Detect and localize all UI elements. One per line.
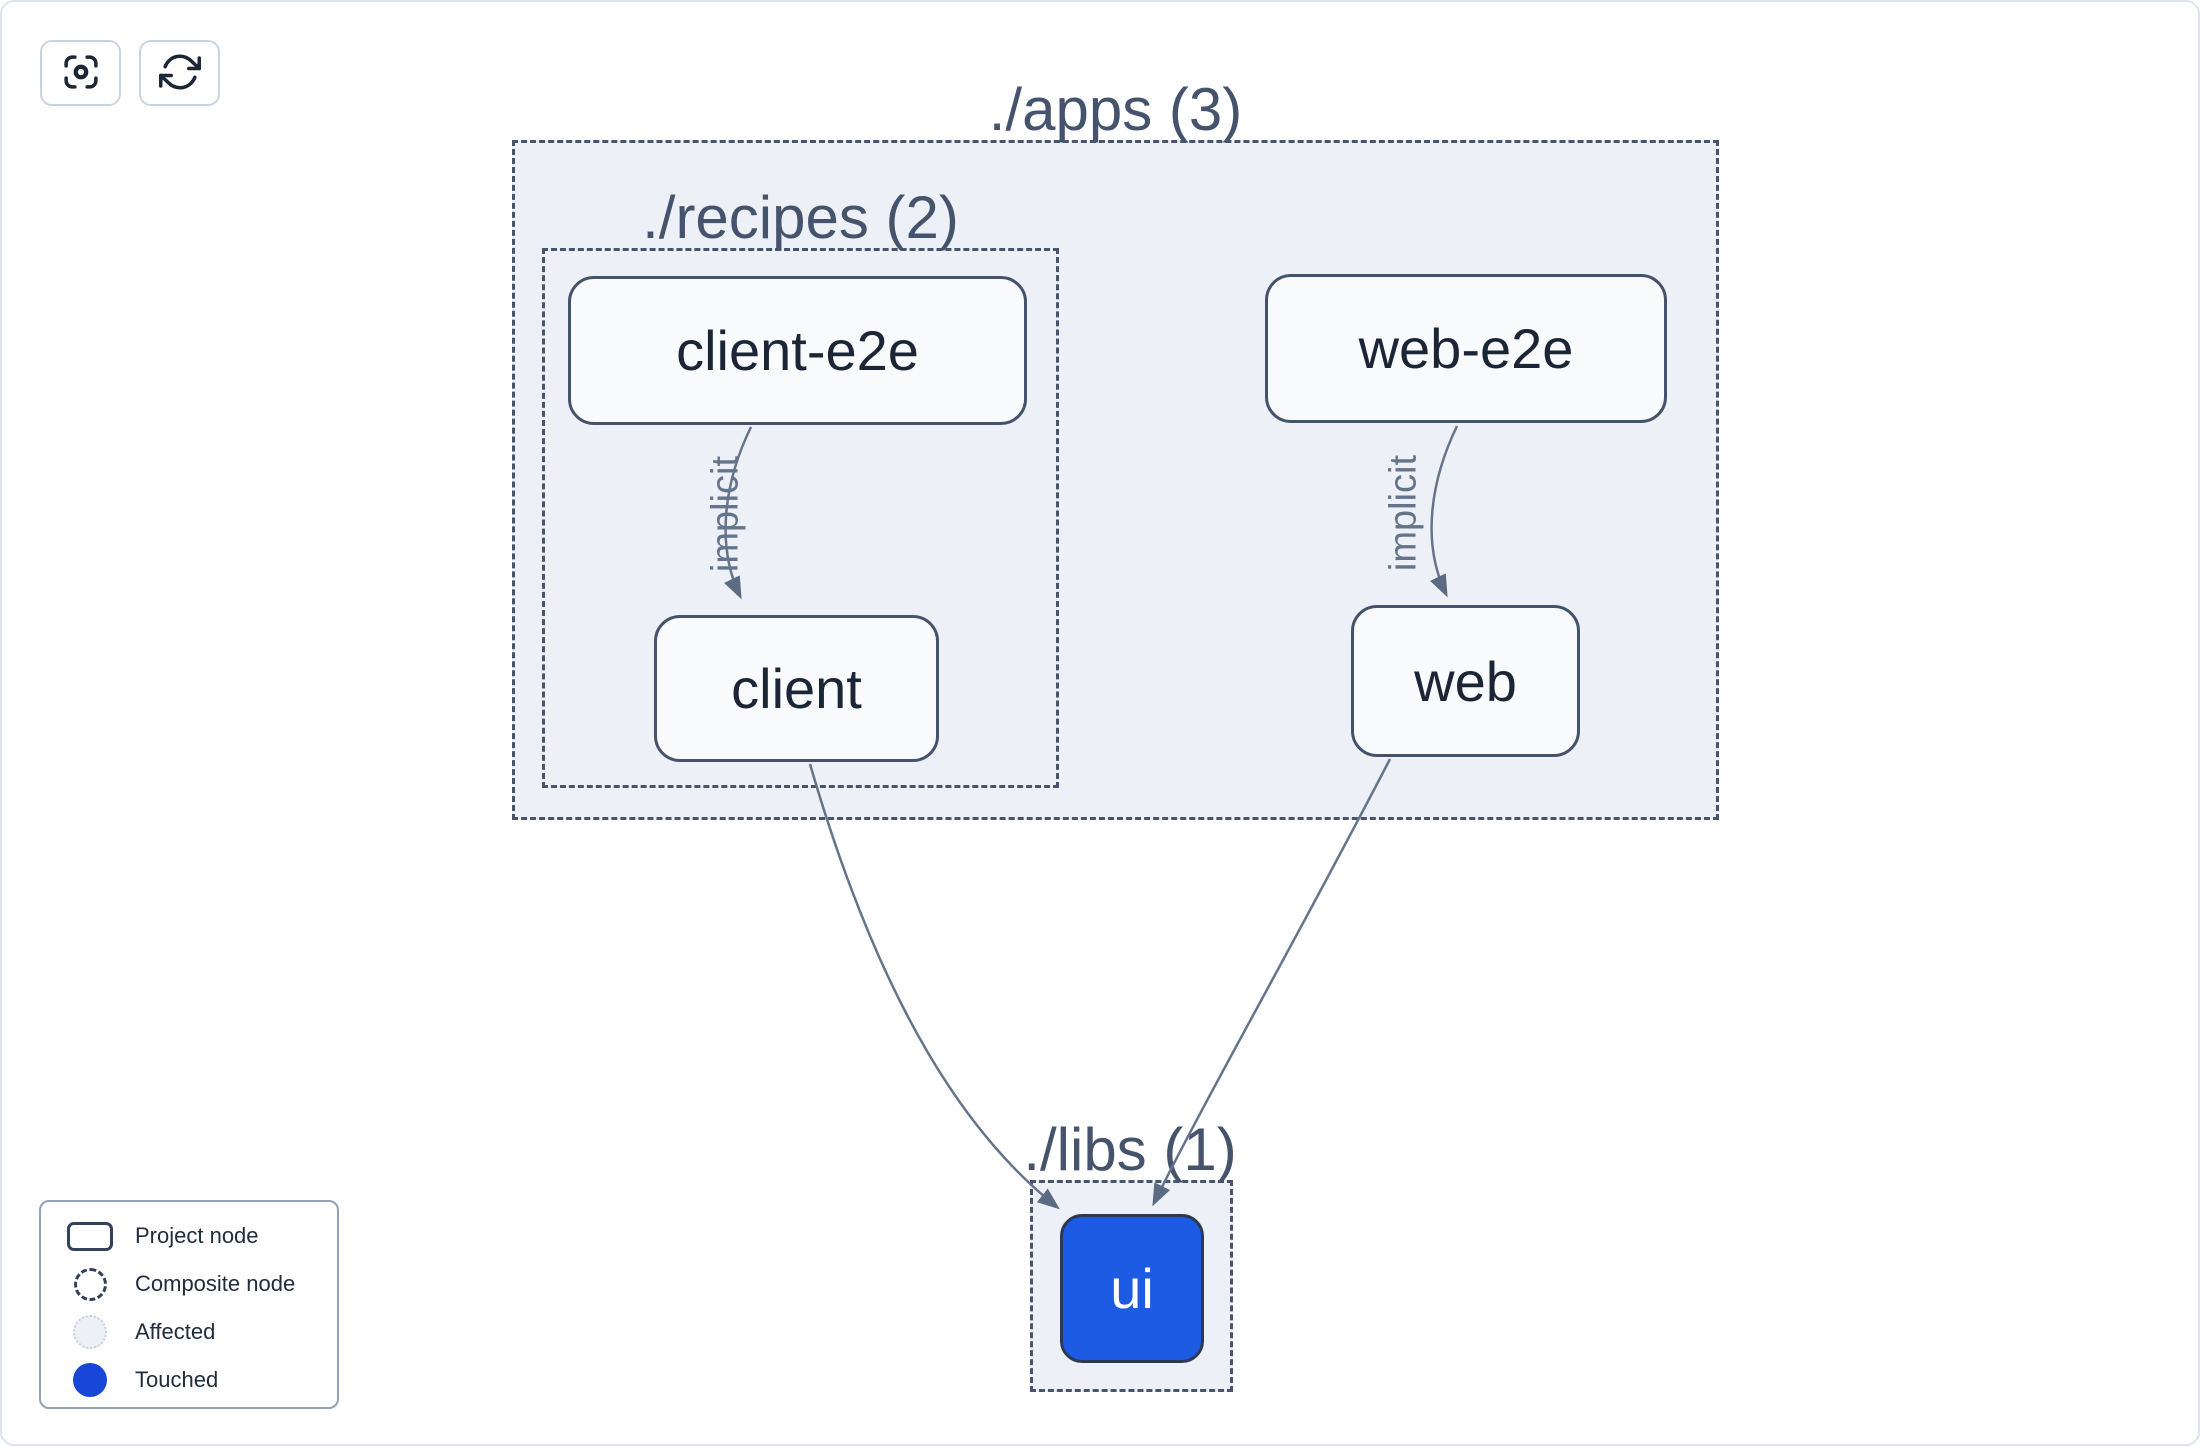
- legend-label: Composite node: [135, 1271, 296, 1296]
- legend-label: Touched: [135, 1367, 219, 1392]
- composite-label-recipes: ./recipes (2): [642, 184, 959, 251]
- legend-item-composite-node: Composite node: [67, 1260, 337, 1308]
- edge-web-to-ui[interactable]: [1152, 758, 1392, 1207]
- project-node-swatch: [67, 1221, 113, 1251]
- composite-label-apps: ./apps (3): [988, 76, 1243, 143]
- project-node-label: client-e2e: [676, 319, 919, 382]
- edge-web-e2e-to-web[interactable]: [1429, 425, 1459, 598]
- refresh-icon: [158, 51, 201, 96]
- project-node-label: client: [731, 657, 862, 720]
- project-node-label: ui: [1110, 1257, 1154, 1320]
- project-node-web[interactable]: web: [1351, 605, 1580, 757]
- touched-swatch: [73, 1363, 107, 1397]
- legend-item-touched: Touched: [67, 1356, 337, 1404]
- legend-item-affected: Affected: [67, 1308, 337, 1356]
- legend-panel: Project node Composite node Affected Tou…: [39, 1200, 339, 1409]
- legend-label: Affected: [135, 1319, 216, 1344]
- legend-label: Project node: [135, 1223, 259, 1248]
- legend-item-project-node: Project node: [67, 1212, 337, 1260]
- project-node-client-e2e[interactable]: client-e2e: [568, 276, 1027, 425]
- composite-node-recipes[interactable]: [542, 248, 1059, 788]
- project-node-label: web-e2e: [1358, 317, 1574, 380]
- project-node-web-e2e[interactable]: web-e2e: [1265, 274, 1667, 423]
- project-node-label: web: [1414, 649, 1517, 713]
- composite-node-swatch: [73, 1267, 107, 1301]
- edge-client-to-ui[interactable]: [808, 763, 1060, 1210]
- edge-client-e2e-to-client[interactable]: [723, 426, 753, 600]
- affected-swatch: [73, 1315, 107, 1349]
- refresh-button[interactable]: [139, 40, 220, 106]
- project-node-ui[interactable]: ui: [1060, 1214, 1204, 1363]
- composite-label-libs: ./libs (1): [1023, 1116, 1237, 1183]
- viewfinder-icon: [60, 51, 102, 96]
- edge-label-web-e2e-web: implicit: [1382, 454, 1425, 572]
- center-graph-button[interactable]: [40, 40, 121, 106]
- project-node-client[interactable]: client: [654, 615, 939, 762]
